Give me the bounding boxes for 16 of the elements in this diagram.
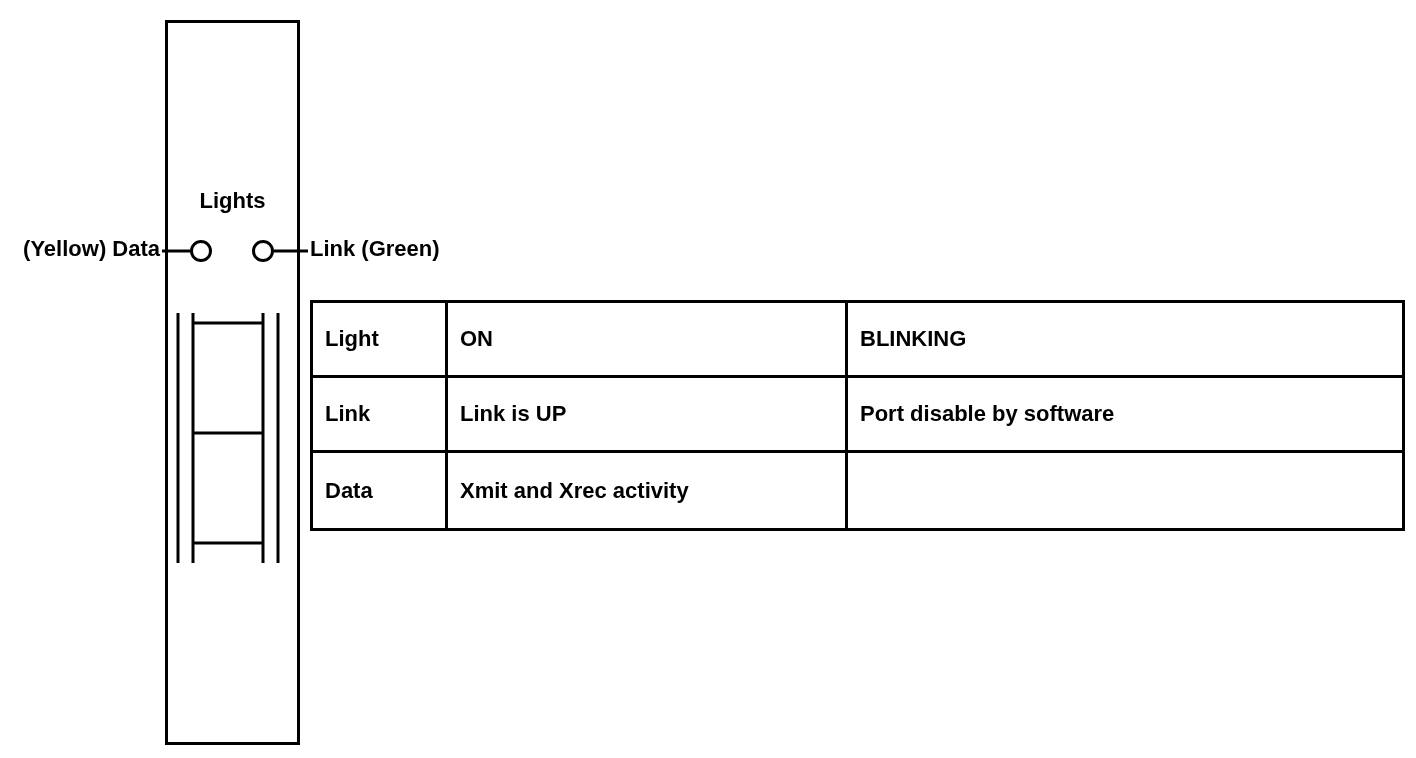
port-label: Lights bbox=[198, 188, 267, 214]
table-cell: Xmit and Xrec activity bbox=[448, 453, 848, 528]
table-cell: Light bbox=[313, 303, 448, 378]
indicator-light bbox=[190, 240, 212, 262]
table-cell: Data bbox=[313, 453, 448, 528]
leader-line bbox=[274, 249, 308, 253]
leader-line bbox=[162, 249, 190, 253]
table-cell: BLINKING bbox=[848, 303, 1402, 378]
light-label: Link (Green) bbox=[310, 236, 440, 261]
table-cell: Port disable by software bbox=[848, 378, 1402, 453]
indicator-light bbox=[252, 240, 274, 262]
table-cell: Link is UP bbox=[448, 378, 848, 453]
table-cell: Link bbox=[313, 378, 448, 453]
light-label: (Yellow) Data bbox=[23, 236, 160, 261]
port-outline bbox=[165, 20, 300, 745]
table-cell: ON bbox=[448, 303, 848, 378]
